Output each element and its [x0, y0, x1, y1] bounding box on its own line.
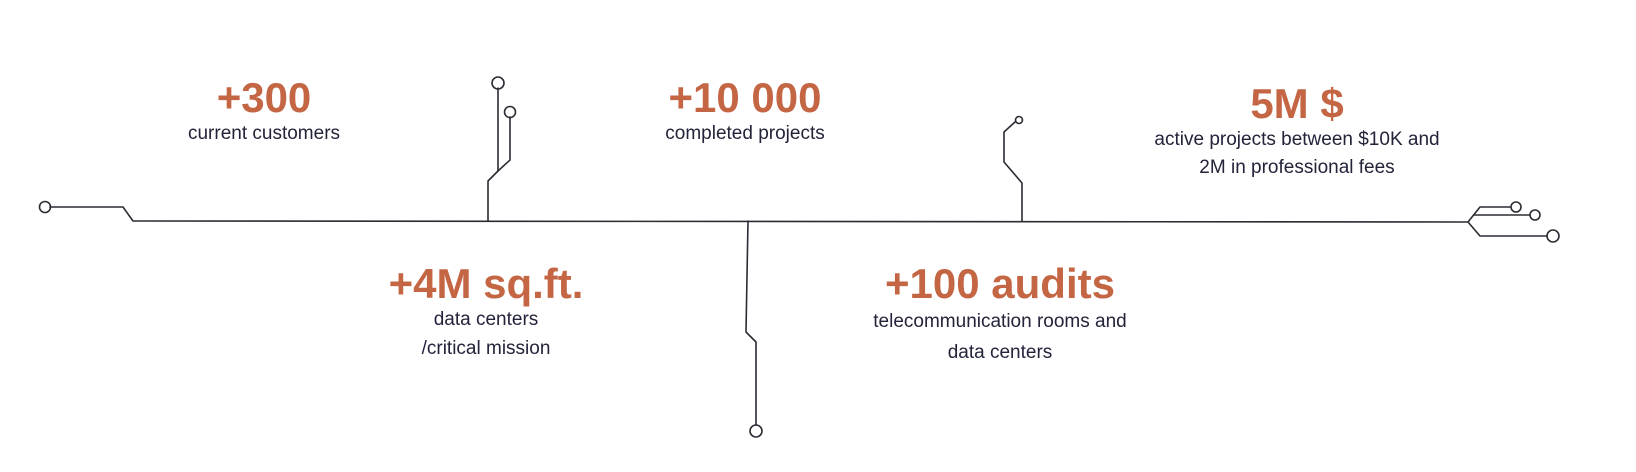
- branch-up-left-a: [487, 87, 499, 222]
- branch-down-center: [745, 220, 757, 426]
- branch-node-b: [503, 105, 517, 119]
- stat-label-line: data centers: [947, 342, 1053, 364]
- stat-completed-projects: +10 000 completed projects: [585, 74, 905, 149]
- stat-label-line: 2M in professional fees: [1199, 156, 1395, 178]
- branch-node-d: [1014, 115, 1024, 125]
- stat-value: +10 000: [668, 74, 822, 121]
- stat-label-line: active projects between $10K and: [1154, 129, 1440, 151]
- stat-label: current customers: [187, 123, 341, 145]
- fan-node-middle: [1529, 209, 1541, 221]
- branch-node-a: [491, 76, 505, 90]
- stat-label-line: data centers: [433, 309, 539, 331]
- stat-value: +300: [216, 74, 312, 121]
- fan-node-bottom: [1546, 229, 1560, 243]
- stat-audits: +100 audits telecommunication rooms and …: [820, 260, 1180, 369]
- branch-up-left-b: [497, 116, 511, 172]
- fan-node-top: [1510, 201, 1522, 213]
- stat-square-feet: +4M sq.ft. data centers /critical missio…: [326, 260, 646, 363]
- stat-value: +4M sq.ft.: [388, 260, 584, 307]
- fan-line-bottom: [1467, 221, 1548, 237]
- stat-current-customers: +300 current customers: [114, 74, 414, 149]
- main-trunk-line: [49, 206, 1469, 223]
- stat-value: 5M $: [1250, 80, 1344, 127]
- branch-node-c: [749, 424, 763, 438]
- stat-label: completed projects: [665, 123, 825, 145]
- fan-line-top: [1467, 206, 1511, 223]
- stat-label-line: /critical mission: [421, 337, 551, 359]
- left-end-node: [38, 200, 52, 214]
- stat-value: +100 audits: [885, 260, 1115, 307]
- branch-up-right: [1003, 121, 1023, 222]
- stat-label-line: telecommunication rooms and: [873, 311, 1127, 333]
- stat-professional-fees: 5M $ active projects between $10K and 2M…: [1127, 80, 1467, 181]
